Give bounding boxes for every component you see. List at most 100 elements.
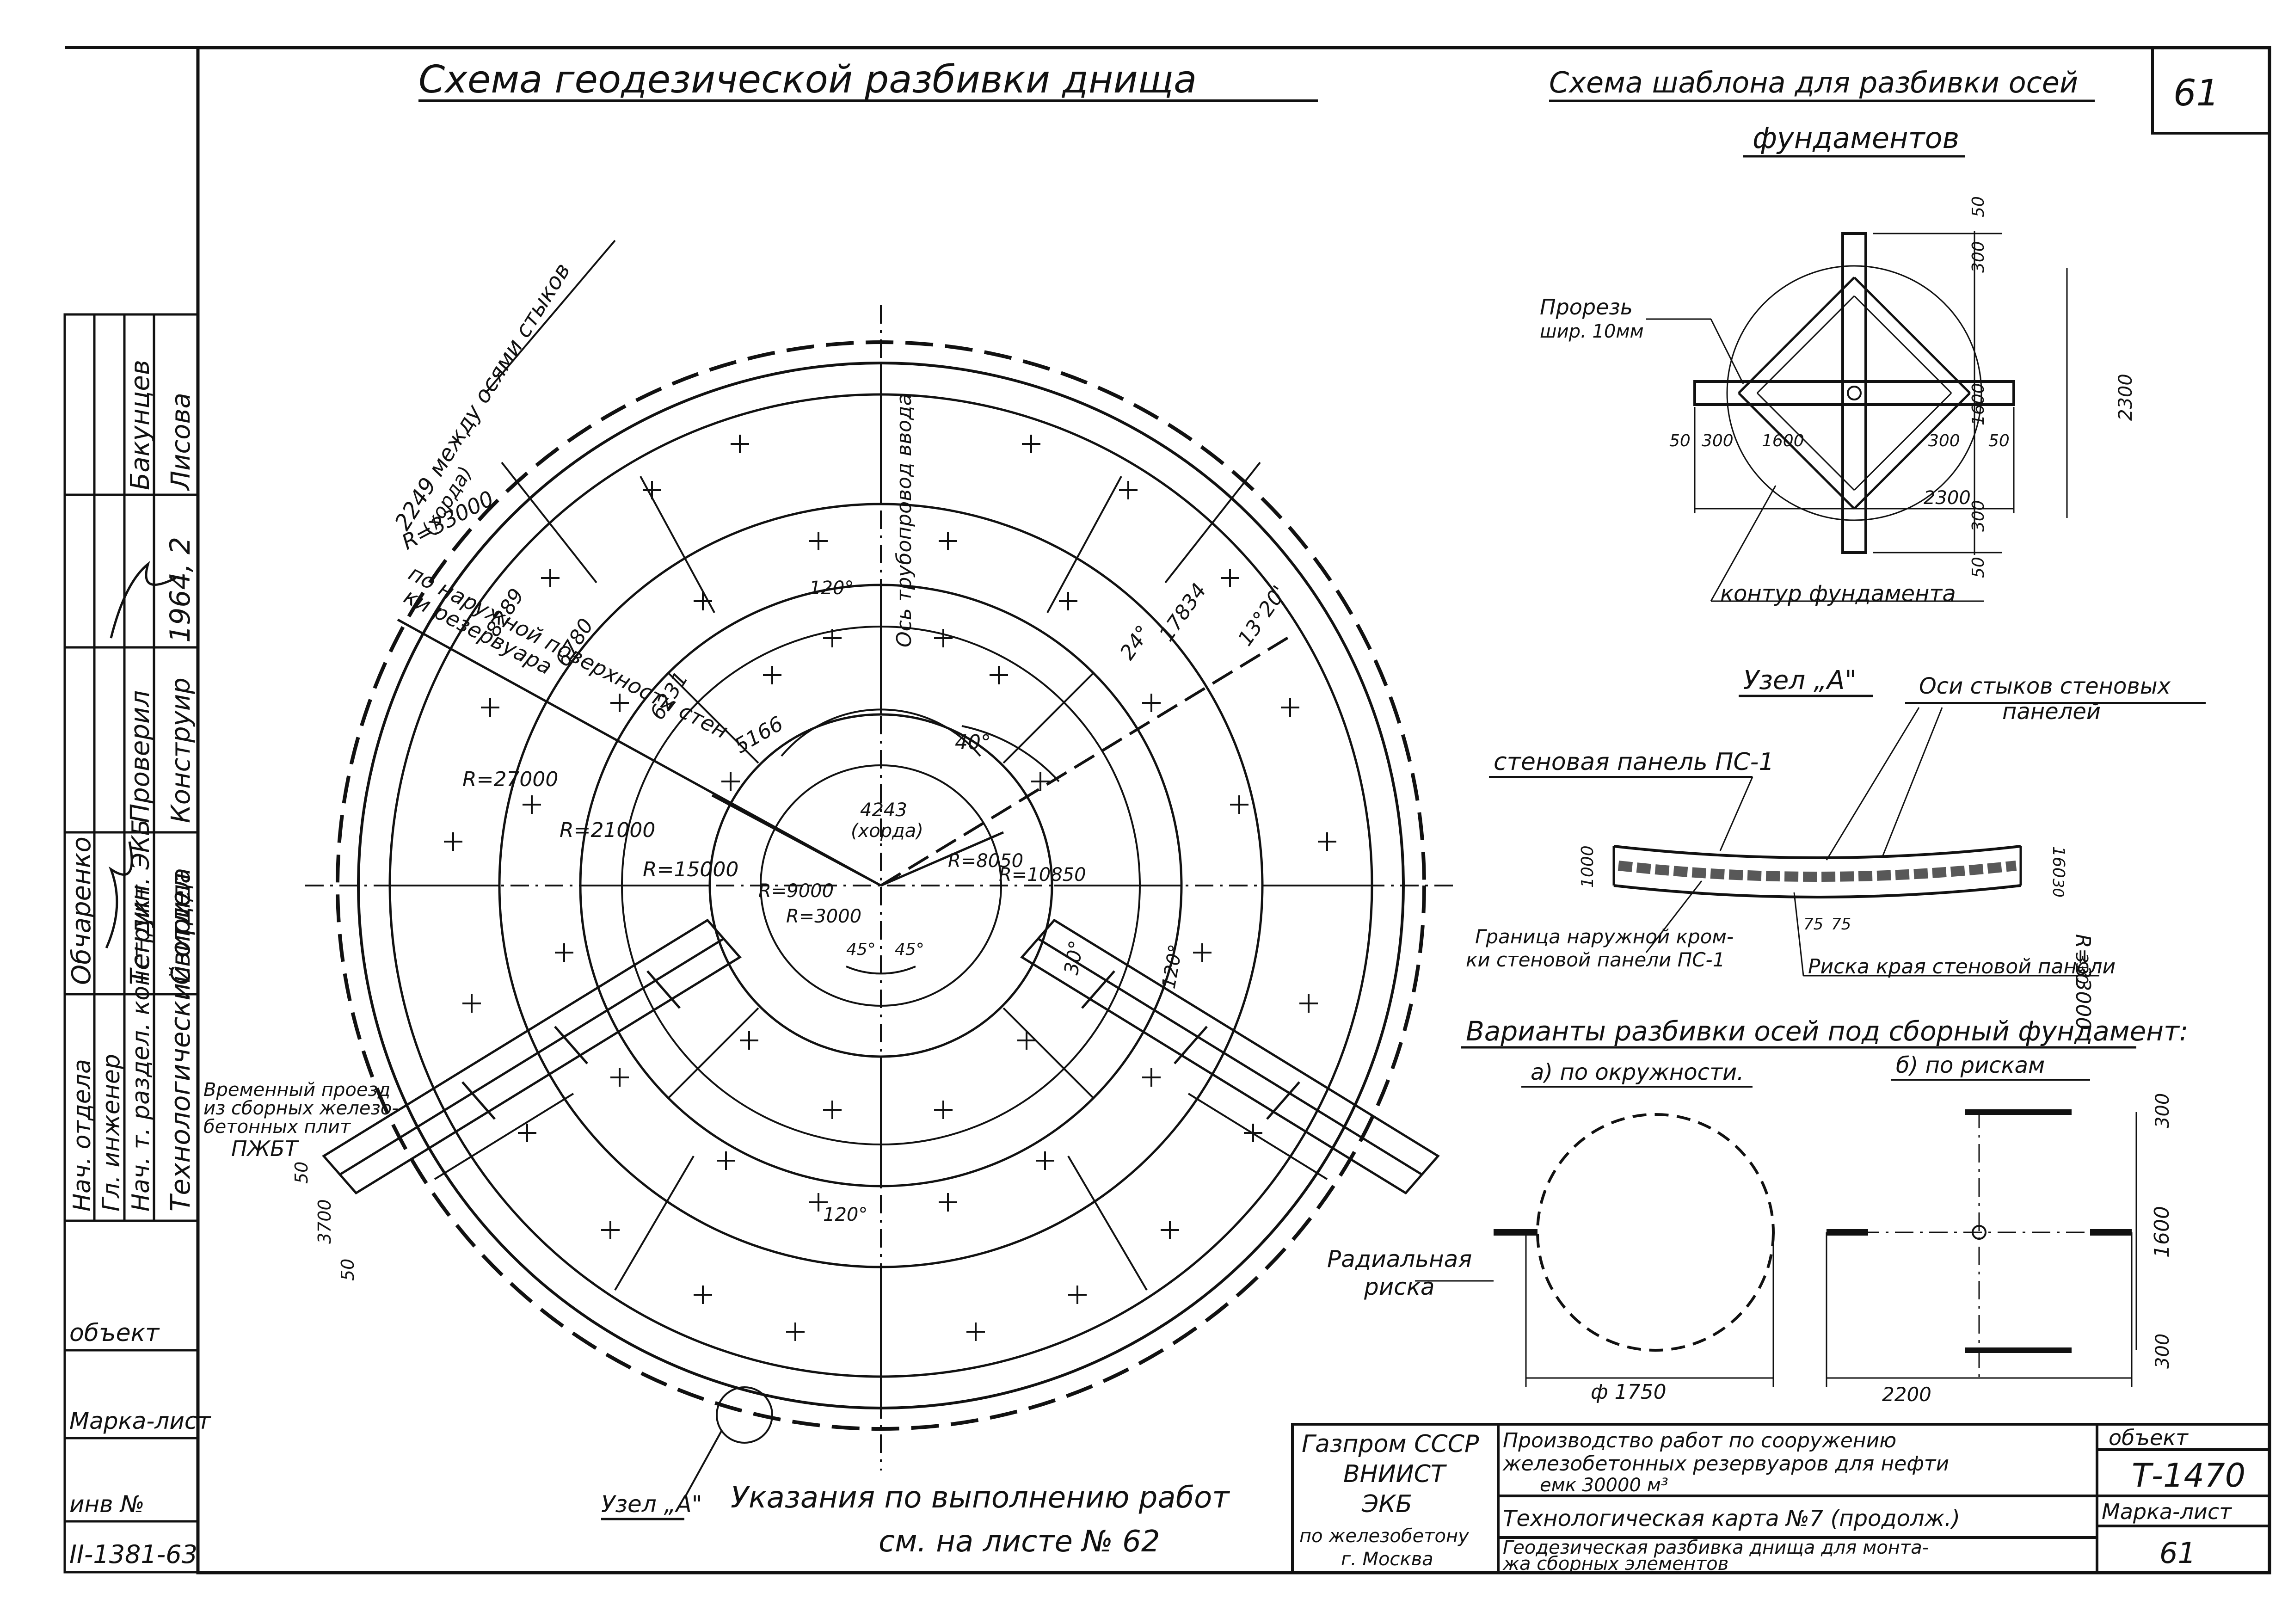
template-dim-50b: 50 [1988,431,2010,450]
label-r8050: R=8050 [948,850,1023,872]
side-inv-value: II-1381-63 [69,1540,197,1569]
template-title-2: фундаментов [1753,121,1959,155]
stamp-object-label: объект [2109,1425,2189,1450]
stamp-mark-label: Марка-лист [2102,1499,2232,1524]
stamp-object-value: Т-1470 [2132,1457,2245,1495]
stamp-desc-3: емк 30000 м³ [1540,1475,1668,1496]
label-outer-surface: по наружной поверхности стен [405,560,732,744]
main-title: Схема геодезической разбивки днища [418,58,1197,102]
label-chord-sub: (хорда) [851,820,923,842]
variants-dim-300b: 300 [2152,1334,2173,1369]
side-department: Технологический отдел [165,873,196,1212]
label-r9000: R=9000 [758,880,834,902]
label-angle-120-bottom: 120° [823,1204,867,1225]
side-name-4: Бакунцев [125,360,155,490]
radius-10850-line [880,831,1004,887]
side-name-1: Обчаренко [67,837,97,985]
template-contour-label: контур фундамента [1720,581,1956,607]
side-role-3: Нач. отдела [68,1059,96,1212]
stamp-desc-1: Производство работ по сооружению [1503,1429,1896,1452]
side-name-2: Тендин [125,885,155,985]
label-angle-24: 24° [1115,621,1156,664]
stamp-org-1: Газпром СССР [1302,1430,1479,1458]
side-designed: Конструир [166,677,196,823]
stamp-org-5: г. Москва [1341,1549,1433,1570]
stamp-desc-5: Геодезическая разбивка днища для монта- [1503,1537,1929,1558]
node-a-radius: R=33000 [2071,934,2095,1030]
side-object-label: объект [69,1319,160,1347]
side-title-block [63,313,199,1574]
node-a-title: Узел „А" [1743,665,1857,695]
variants-dim-2200: 2200 [1882,1383,1931,1406]
label-pipe-axis: Ось трубопровод ввода [892,394,916,647]
signatures [105,561,177,949]
node-a-drawing [1612,707,2099,977]
label-road-50b: 50 [338,1259,358,1281]
stamp-desc-4: Технологическая карта №7 (продолж.) [1503,1506,1960,1532]
node-a-leader [683,1431,722,1499]
node-a-dim-1000: 1000 [1578,845,1597,888]
label-angle-30: 30° [1060,939,1088,977]
node-a-wall-panel: стеновая панель ПС-1 [1494,748,1774,776]
template-dim-h50b: 50 [1969,557,1988,578]
node-a-joint-axes-1: Оси стыков стеновых [1919,673,2171,699]
side-year: 1964, 2 [164,537,197,643]
label-chord-5166: 5166 [731,712,787,758]
node-a-dim-330: 330 [2072,953,2091,984]
sheet-number-box [2151,46,2271,135]
label-temp-road-2: из сборных железо- [203,1098,399,1119]
side-checked: Проверил [125,690,155,823]
label-arc-17834: 17834 [1155,579,1211,646]
template-dim-h300a: 300 [1969,241,1988,273]
outer-frame [196,46,2271,1575]
node-a-dim-75b: 75 [1831,915,1851,934]
variants-b-label: б) по рискам [1896,1052,2045,1078]
template-dim-1600h: 1600 [1762,431,1804,450]
variants-dim-1600: 1600 [2150,1206,2174,1258]
variants-phi-1750: ф 1750 [1591,1380,1667,1404]
label-road-50a: 50 [291,1162,312,1184]
node-a-dim-75a: 75 [1803,915,1823,934]
stamp-desc-6: жа сборных элементов [1502,1553,1728,1575]
label-r10850: R=10850 [999,864,1086,886]
node-a-border-1: Граница наружной кром- [1475,925,1734,948]
label-angle-40: 40° [955,731,991,754]
stamp-org-3: ЭКБ [1361,1490,1412,1518]
stamp-mark-value: 61 [2159,1536,2196,1570]
notes-line-2: см. на листе № 62 [879,1525,1160,1559]
variants-radial-2: риска [1364,1273,1435,1300]
template-dim-50a: 50 [1669,431,1691,450]
label-r15000: R=15000 [643,858,738,881]
stamp-desc-2: железобетонных резервуаров для нефти [1502,1452,1949,1476]
template-title-1: Схема шаблона для разбивки осей [1549,66,2078,99]
node-a-risk-label: Риска края стеновой панели [1808,955,2116,978]
template-dim-h50a: 50 [1969,196,1988,217]
template-dim-300a: 300 [1702,431,1734,450]
side-role-1: Нач. т. раздел. конструкт. ЭКБ [127,819,155,1212]
template-dim-h1600: 1600 [1969,383,1988,425]
template-dim-2300h: 2300 [1924,487,1971,509]
sheet-number: 61 [2173,73,2219,114]
side-role-2: Гл. инженер [98,1054,125,1212]
arc-120-top [781,708,981,757]
label-r21000: R=21000 [560,818,655,842]
temp-road-left [322,918,742,1195]
label-road-3700: 3700 [314,1199,335,1244]
label-angle-120-top: 120° [809,578,854,599]
side-inv-label: инв № [69,1491,145,1518]
arc-45 [846,966,916,975]
side-mark-label: Марка-лист [69,1408,211,1434]
template-dim-h300b: 300 [1969,500,1988,532]
label-angle-45a: 45° [846,940,876,959]
label-temp-road-1: Временный проезд [203,1079,390,1101]
label-angle-45b: 45° [895,940,924,959]
label-temp-road-3: бетонных плит [203,1116,351,1138]
node-a-border-2: ки стеновой панели ПС-1 [1466,948,1725,971]
arc-40 [961,725,1060,782]
label-r3000: R=3000 [786,906,861,927]
variants-title: Варианты разбивки осей под сборный фунда… [1466,1015,2188,1047]
label-angle-120-right: 120° [1158,943,1187,990]
template-slot-label-1: Прорезь [1540,295,1633,320]
